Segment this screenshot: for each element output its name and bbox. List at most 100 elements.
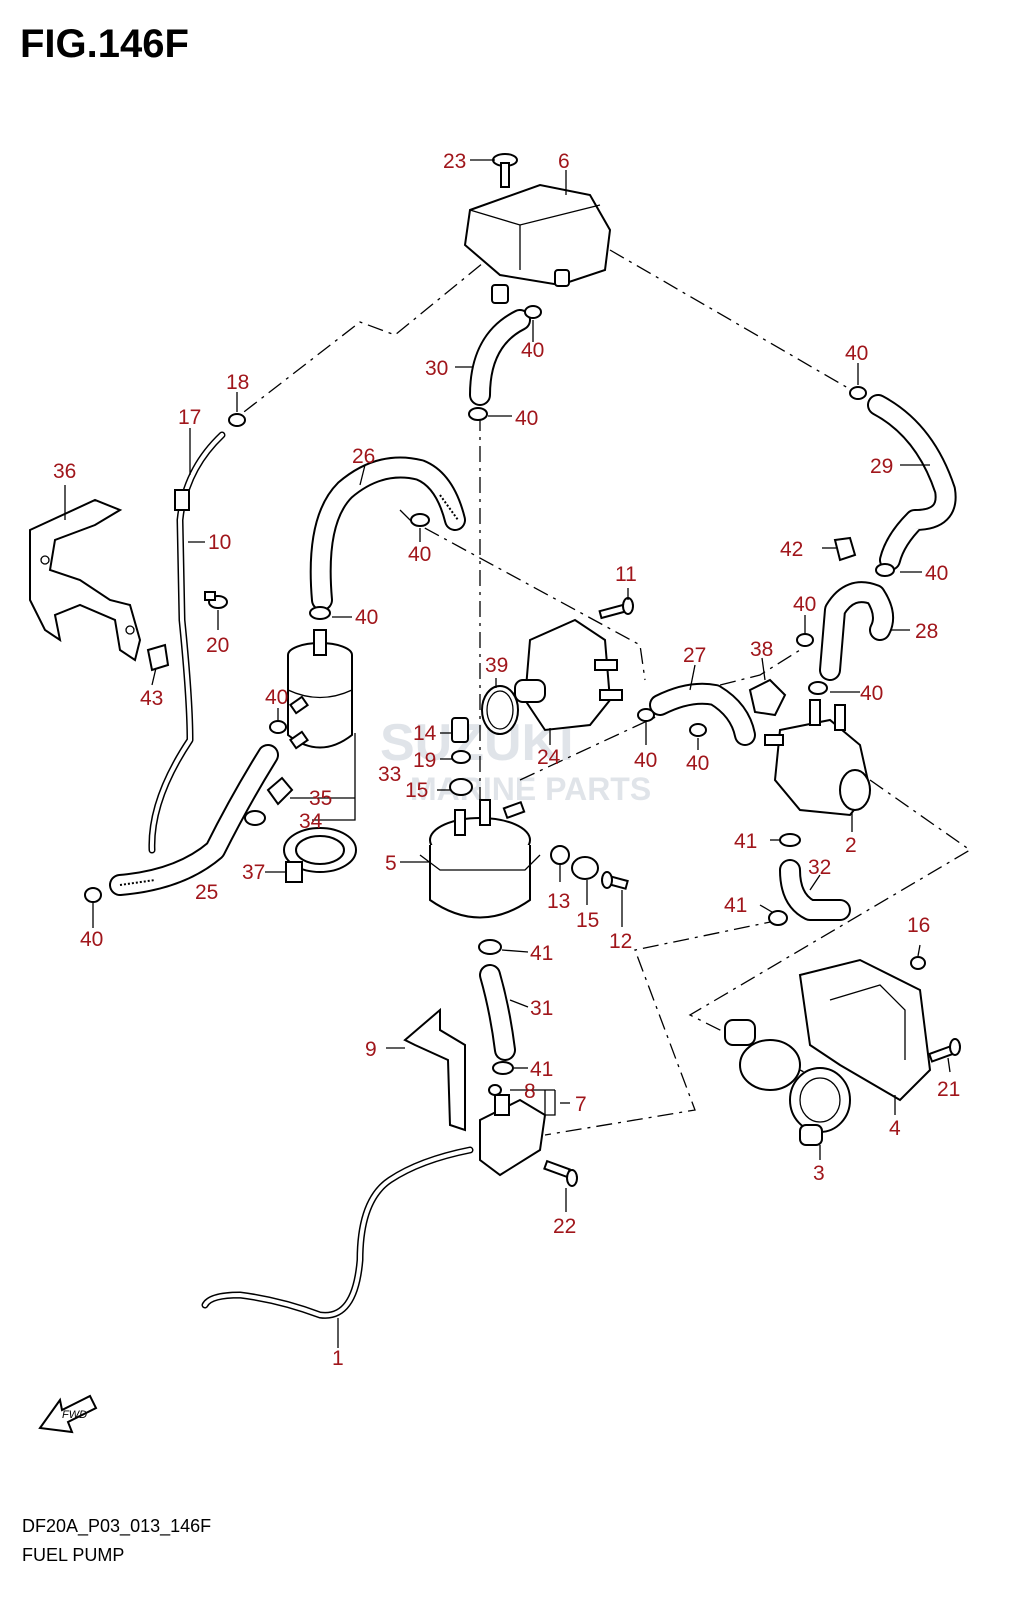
callout-40-25: 40 (80, 928, 103, 951)
part-2-separator (764, 699, 872, 817)
part-10-hose (148, 431, 226, 854)
clamp-41-31b (492, 1061, 514, 1075)
callout-22: 22 (553, 1215, 576, 1238)
callout-4: 4 (889, 1117, 901, 1140)
part-4-cover (798, 958, 932, 1102)
callout-26: 26 (352, 445, 375, 468)
callout-5: 5 (385, 852, 397, 875)
callout-25: 25 (195, 881, 218, 904)
callout-34: 34 (299, 810, 323, 833)
part-43-rubber (146, 643, 170, 672)
part-5-fuel-pump (419, 799, 541, 919)
callout-7: 7 (575, 1093, 587, 1116)
callout-40-28: 40 (925, 562, 948, 585)
part-16-bolt (910, 956, 926, 970)
callout-14: 14 (413, 722, 437, 745)
clamp-40-30 (468, 407, 488, 421)
callout-27: 27 (683, 644, 706, 667)
part-14-plug (451, 717, 469, 743)
clamp-40-26 (410, 513, 430, 527)
part-25-hose (109, 744, 279, 896)
clamp-41-31a (478, 939, 502, 955)
part-29-hose (867, 394, 957, 571)
callout-40-26: 40 (408, 543, 431, 566)
part-28-hose (819, 581, 895, 681)
callout-40-left: 40 (265, 686, 288, 709)
figure-code: DF20A_P03_013_146F (22, 1516, 212, 1536)
fwd-arrow: FWD (38, 1394, 98, 1434)
clamp-40-38 (796, 633, 814, 647)
callout-40-30: 40 (515, 407, 538, 430)
callout-40-29: 40 (845, 342, 868, 365)
callout-32: 32 (808, 856, 831, 879)
callout-41-b: 41 (724, 894, 747, 917)
part-22-bolt (543, 1159, 578, 1187)
callout-35: 35 (309, 787, 332, 810)
part-20-bolt (204, 591, 228, 609)
callout-24: 24 (537, 746, 561, 769)
callout-23: 23 (443, 150, 466, 173)
callout-33: 33 (378, 763, 401, 786)
watermark-subtitle: MARINE PARTS (410, 771, 651, 807)
part-8-screw (488, 1084, 502, 1096)
clamp-40-top (524, 305, 542, 319)
part-24-pump-body (514, 618, 623, 732)
part-21-bolt (928, 1038, 961, 1063)
callout-41-d: 41 (530, 1058, 553, 1081)
callout-30: 30 (425, 357, 448, 380)
clamp-41-32a (779, 833, 801, 847)
clamp-40-25 (84, 887, 102, 903)
clamps (84, 305, 895, 1075)
clamp-40-filter (309, 606, 331, 620)
clamp-18 (228, 413, 246, 427)
callout-15-a: 15 (405, 779, 428, 802)
part-13-grommet (550, 845, 570, 865)
callout-40-38: 40 (793, 593, 816, 616)
clamp-40-29 (849, 386, 867, 400)
part-33-fuel-filter (287, 629, 353, 750)
callout-17: 17 (178, 406, 201, 429)
part-23-screw (492, 153, 518, 188)
callouts: 23 6 18 17 10 36 20 43 40 30 40 40 29 26… (53, 150, 960, 1370)
callout-40-27: 40 (686, 752, 709, 775)
callout-16: 16 (907, 914, 930, 937)
callout-10: 10 (208, 531, 231, 554)
part-38-clamp (748, 678, 787, 717)
part-15-bushing (571, 856, 599, 880)
callout-12: 12 (609, 930, 632, 953)
callout-6: 6 (558, 150, 570, 173)
callout-43: 43 (140, 687, 163, 710)
callout-11: 11 (615, 563, 637, 586)
callout-41-a: 41 (734, 830, 757, 853)
part-37-band (283, 827, 357, 883)
callout-42: 42 (780, 538, 803, 561)
part-3-throttle-body (724, 1019, 851, 1146)
part-19-oring (451, 750, 471, 764)
callout-2: 2 (845, 834, 857, 857)
callout-15-b: 15 (576, 909, 599, 932)
callout-28: 28 (915, 620, 938, 643)
part-9-bracket (403, 1007, 466, 1132)
part-42-clip (833, 536, 857, 562)
part-35-cap (266, 776, 294, 806)
callout-19: 19 (413, 749, 436, 772)
callout-40-top: 40 (521, 339, 544, 362)
part-31-hose (479, 964, 516, 1061)
callout-18: 18 (226, 371, 249, 394)
part-12-bolt (601, 871, 629, 890)
callout-3: 3 (813, 1162, 825, 1185)
part-30-hose (469, 309, 531, 406)
clamp-40-left (269, 720, 287, 734)
callout-38: 38 (750, 638, 773, 661)
part-1-fuel-line (201, 1146, 474, 1319)
clamp-41-32b (768, 910, 788, 926)
callout-40-2: 40 (860, 682, 883, 705)
callout-31: 31 (530, 997, 553, 1020)
part-27-hose (649, 682, 756, 746)
part-11-bolt (598, 597, 634, 620)
part-6-canister (463, 183, 612, 304)
callout-13: 13 (547, 890, 570, 913)
part-15-cap (449, 778, 473, 796)
figure-title: FIG.146F (20, 22, 189, 66)
